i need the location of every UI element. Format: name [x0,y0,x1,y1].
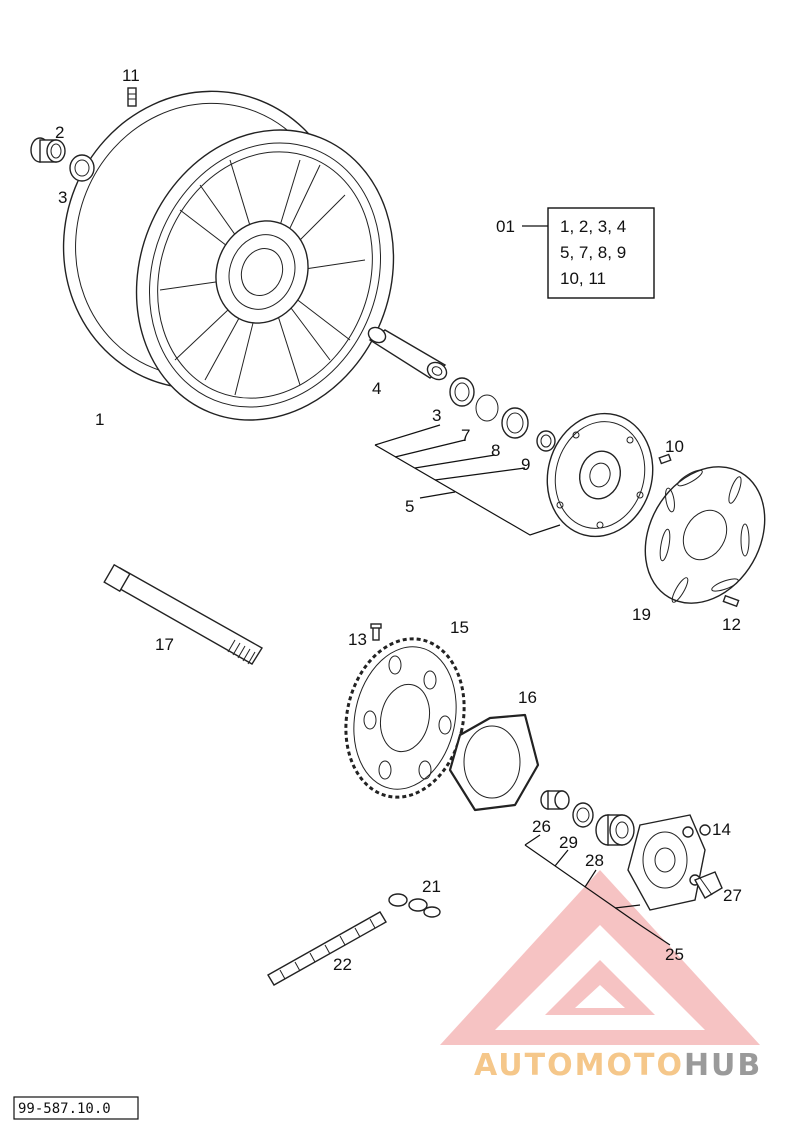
kit-line-1: 1, 2, 3, 4 [560,217,626,236]
callout-3: 3 [58,188,67,207]
callout-17: 17 [155,635,174,654]
document-number-box: 99-587.10.0 [13,1096,139,1120]
callout-21: 21 [422,877,441,896]
chain-joint [388,893,441,918]
shaft-seal-ring [69,154,95,182]
document-number: 99-587.10.0 [18,1101,111,1117]
callout-3-hub: 3 [432,406,441,425]
callout-14: 14 [712,820,731,839]
kit-line-2: 5, 7, 8, 9 [560,243,626,262]
sprocket-screw [370,623,382,641]
hub-carrier [546,412,654,538]
spacer-sleeve [30,137,66,163]
sprocket-spacer [540,790,570,810]
kit-label: 01 [496,217,515,236]
callouts: 11 2 3 1 4 3 7 8 9 5 10 19 12 17 13 15 1… [55,66,742,974]
shaft-seal-ring-hub [449,377,475,407]
kit-box: 01 1, 2, 3, 4 5, 7, 8, 9 10, 11 [496,207,655,299]
distance-bushing [367,326,448,381]
carrier-nut [699,824,711,836]
kit-line-3: 10, 11 [560,269,606,288]
watermark-text-1: AUTOMOTO [474,1048,684,1083]
watermark-brand: AUTOMOTOHUB [474,1048,762,1083]
callout-10: 10 [665,437,684,456]
callout-5: 5 [405,497,414,516]
callout-2: 2 [55,123,64,142]
callout-1: 1 [95,410,104,429]
wheel-spindle [103,563,263,665]
callout-19: 19 [632,605,651,624]
callout-13: 13 [348,630,367,649]
disc-screw [722,594,740,608]
brake-disc [644,466,766,604]
callout-27: 27 [723,886,742,905]
drive-chain [267,911,387,986]
disc-screw-hub [658,453,672,465]
callout-7: 7 [461,426,470,445]
sprocket-seal-ring [572,802,594,828]
sprocket-bearing [595,814,635,846]
callout-12: 12 [722,615,741,634]
circlip [475,394,499,422]
callout-25: 25 [665,945,684,964]
callout-28: 28 [585,851,604,870]
callout-8: 8 [491,441,500,460]
sprocket-carrier [627,814,706,911]
callout-9: 9 [521,455,530,474]
callout-11: 11 [122,66,140,85]
callout-16: 16 [518,688,537,707]
leader-lines [374,225,671,946]
rear-sprocket [344,637,466,799]
callout-4: 4 [372,379,381,398]
rear-wheel [62,90,395,421]
valve [127,87,137,107]
watermark-text-2: HUB [684,1048,762,1083]
hub-spacer [536,430,556,452]
callout-29: 29 [559,833,578,852]
sprocket-gasket [448,713,540,812]
callout-26: 26 [532,817,551,836]
watermark-logo: AUTOMOTOHUB [440,870,762,1083]
damper-rubber [694,871,723,899]
callout-22: 22 [333,955,352,974]
callout-15: 15 [450,618,469,637]
bearing [501,407,529,439]
